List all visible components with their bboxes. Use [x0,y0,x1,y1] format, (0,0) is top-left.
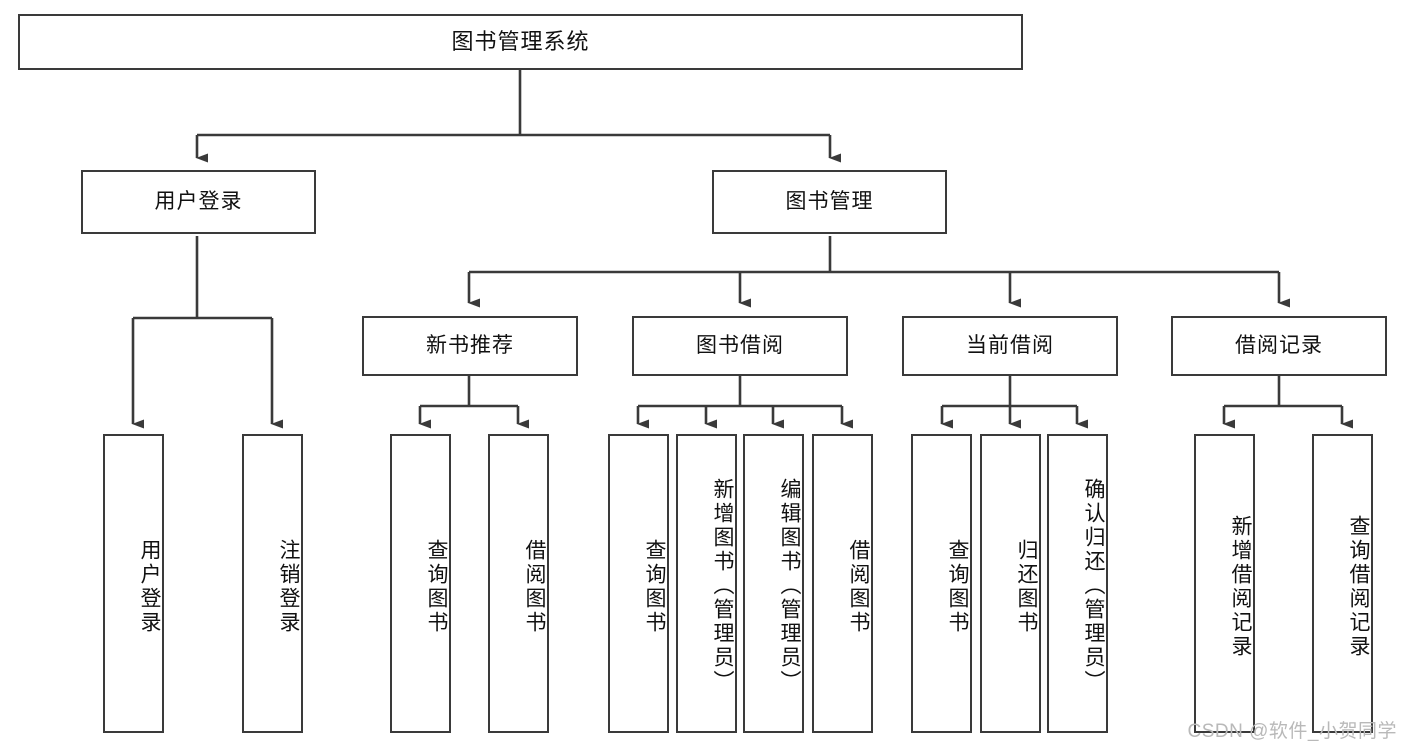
node-label: 确认归还（管理员） [1082,477,1105,694]
csdn-watermark: CSDN @软件_小贺同学 [1187,721,1397,742]
leaf-book-borrow-add-book-admin[interactable]: 新增图书（管理员） [676,434,737,733]
node-label: 查询借阅记录 [1347,514,1370,659]
node-label: 归还图书 [1015,538,1038,635]
leaf-borrow-record-query-record[interactable]: 查询借阅记录 [1312,434,1373,733]
leaf-current-borrow-confirm-return-admin[interactable]: 确认归还（管理员） [1047,434,1108,733]
node-label: 查询图书 [425,538,448,635]
node-label: 用户登录 [154,190,243,214]
node-label: 图书借阅 [696,334,784,358]
node-label: 图书管理系统 [451,28,590,54]
leaf-user-login-login[interactable]: 用户登录 [103,434,164,733]
node-label: 借阅记录 [1235,334,1323,358]
leaf-book-borrow-borrow-book[interactable]: 借阅图书 [812,434,873,733]
leaf-new-book-query-book[interactable]: 查询图书 [390,434,451,733]
node-root-book-management-system[interactable]: 图书管理系统 [18,14,1023,70]
leaf-borrow-record-add-record[interactable]: 新增借阅记录 [1194,434,1255,733]
leaf-book-borrow-edit-book-admin[interactable]: 编辑图书（管理员） [743,434,804,733]
node-book-management[interactable]: 图书管理 [712,170,947,234]
node-label: 新书推荐 [426,334,514,358]
node-book-borrow[interactable]: 图书借阅 [632,316,848,376]
leaf-current-borrow-query-book[interactable]: 查询图书 [911,434,972,733]
node-label: 新增图书（管理员） [711,477,734,694]
node-label: 当前借阅 [966,334,1054,358]
node-borrow-record[interactable]: 借阅记录 [1171,316,1387,376]
node-label: 查询图书 [643,538,666,635]
leaf-book-borrow-query-book[interactable]: 查询图书 [608,434,669,733]
node-label: 查询图书 [946,538,969,635]
node-current-borrow[interactable]: 当前借阅 [902,316,1118,376]
node-label: 注销登录 [277,538,300,635]
leaf-current-borrow-return-book[interactable]: 归还图书 [980,434,1041,733]
node-label: 借阅图书 [523,538,546,635]
leaf-user-login-logout[interactable]: 注销登录 [242,434,303,733]
node-label: 图书管理 [785,190,874,214]
node-user-login[interactable]: 用户登录 [81,170,316,234]
node-new-book-recommend[interactable]: 新书推荐 [362,316,578,376]
leaf-new-book-borrow-book[interactable]: 借阅图书 [488,434,549,733]
node-label: 新增借阅记录 [1229,514,1252,659]
node-label: 编辑图书（管理员） [778,477,801,694]
node-label: 借阅图书 [847,538,870,635]
node-label: 用户登录 [138,538,161,635]
